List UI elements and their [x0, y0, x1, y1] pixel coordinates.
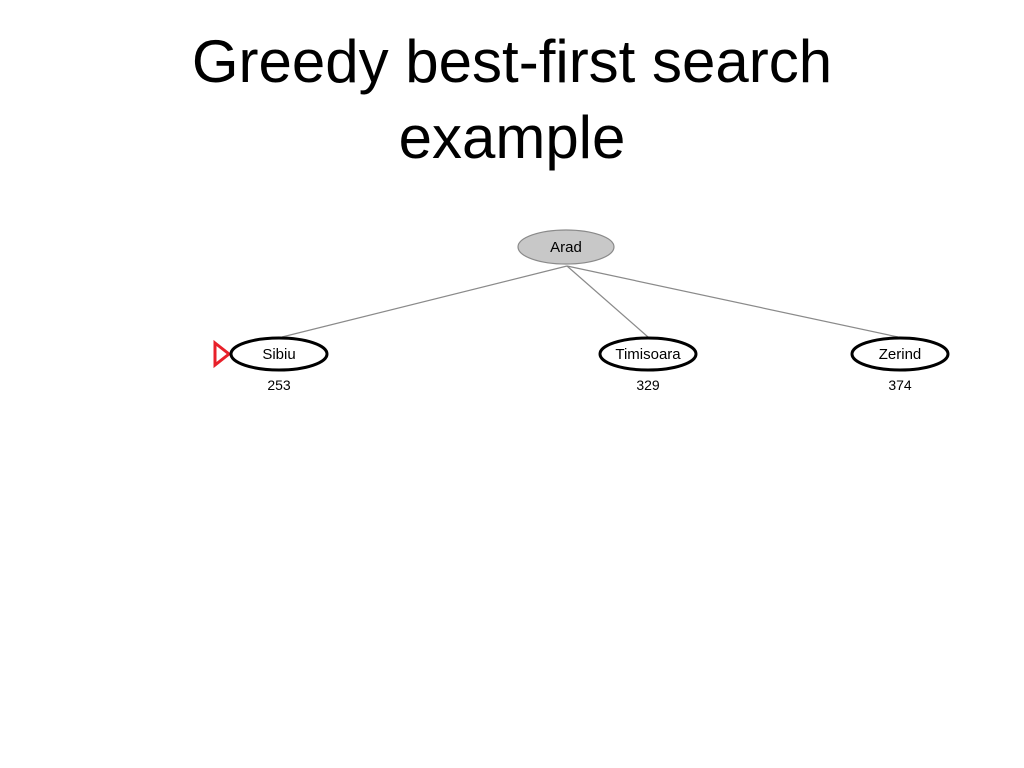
tree-node-child: Timisoara 329 — [598, 336, 698, 393]
edge-arad-zerind — [566, 265, 899, 338]
node-ellipse — [598, 336, 698, 372]
tree-node-child: Sibiu 253 — [213, 336, 329, 393]
slide-title-line-1: Greedy best-first search — [191, 28, 833, 95]
node-label: Sibiu — [262, 346, 295, 363]
current-node-marker-icon — [213, 339, 232, 369]
node-label: Zerind — [879, 346, 922, 363]
node-ellipse — [229, 336, 329, 372]
slide-title: Greedy best-first search example — [0, 24, 1024, 176]
slide-title-line-2: example — [398, 104, 626, 171]
node-label-root: Arad — [550, 239, 582, 256]
node-label: Timisoara — [615, 346, 681, 363]
edge-arad-sibiu — [281, 265, 568, 338]
node-ellipse-root — [517, 229, 615, 265]
node-ellipse — [850, 336, 950, 372]
tree-node-child: Zerind 374 — [850, 336, 950, 393]
edge-arad-timisoara — [566, 265, 649, 338]
tree-node-root: Arad — [517, 229, 615, 265]
node-heuristic-value: 253 — [267, 377, 291, 393]
node-heuristic-value: 374 — [888, 377, 912, 393]
node-heuristic-value: 329 — [636, 377, 660, 393]
